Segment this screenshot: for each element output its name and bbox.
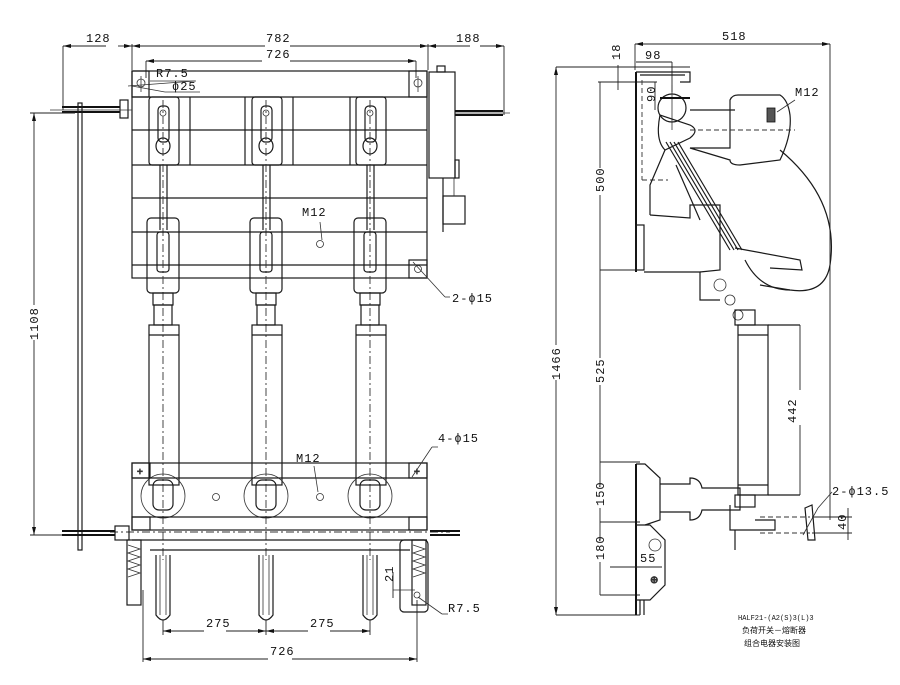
upper-insulator-side: M12 xyxy=(657,85,820,166)
label-2-phi13-5: 2-ϕ13.5 xyxy=(832,485,889,499)
dim-442: 442 xyxy=(786,398,800,423)
title-block: HALF21-(A2(S)3(L)3 负荷开关－熔断器 组合电器安装图 xyxy=(738,615,814,648)
label-phi25: ϕ25 xyxy=(172,80,197,94)
callout-m12-upper: M12 xyxy=(302,206,327,248)
dim-150: 150 xyxy=(594,481,608,506)
side-view: 518 98 18 90 1466 xyxy=(550,30,889,648)
dimension-726-bottom: 726 xyxy=(142,590,418,662)
switch-blade-side xyxy=(649,141,832,321)
dimension-1108: 1108 xyxy=(28,112,75,536)
dim-525: 525 xyxy=(594,358,608,383)
lower-insulator-side: 55 ⊕ xyxy=(610,463,741,615)
dim-726-top: 726 xyxy=(266,48,291,62)
front-view: 128 782 188 726 R7.5 ϕ25 xyxy=(28,32,510,662)
dimension-chain-vertical: 500 525 150 180 xyxy=(594,82,640,596)
fuse-body-side: 442 xyxy=(734,309,801,508)
lower-contacts xyxy=(155,555,378,621)
label-m12-side: M12 xyxy=(795,86,820,100)
label-r75-top: R7.5 xyxy=(156,67,189,81)
label-m12-upper: M12 xyxy=(302,206,327,220)
dim-500: 500 xyxy=(594,167,608,192)
dim-40: 40 xyxy=(836,514,850,530)
dim-21: 21 xyxy=(383,566,397,582)
pole-3 xyxy=(347,96,393,560)
title-line-1: 负荷开关－熔断器 xyxy=(742,625,806,635)
label-4-phi15: 4-ϕ15 xyxy=(438,432,479,446)
callout-r75-bottom: R7.5 xyxy=(417,596,481,616)
svg-text:⊕: ⊕ xyxy=(650,575,658,586)
dim-188: 188 xyxy=(456,32,481,46)
callout-2-phi15: 2-ϕ15 xyxy=(412,261,493,306)
dim-275-b: 275 xyxy=(310,617,335,631)
pole-2 xyxy=(243,96,289,560)
title-model: HALF21-(A2(S)3(L)3 xyxy=(738,615,814,623)
dimension-18: 18 xyxy=(556,44,690,90)
dim-90: 90 xyxy=(645,86,659,102)
callout-4-phi15: 4-ϕ15 xyxy=(411,432,479,478)
dimension-98: 98 xyxy=(636,49,673,92)
dim-128: 128 xyxy=(86,32,111,46)
dim-275-a: 275 xyxy=(206,617,231,631)
upper-frame xyxy=(131,70,428,279)
operating-mechanism xyxy=(428,65,510,232)
side-frame xyxy=(635,71,720,301)
label-r75-bottom: R7.5 xyxy=(448,602,481,616)
dimension-726-top: 726 xyxy=(145,48,417,78)
dim-18: 18 xyxy=(610,44,624,60)
dim-98: 98 xyxy=(645,49,661,63)
label-m12-lower: M12 xyxy=(296,452,321,466)
interlock-rod xyxy=(77,102,83,551)
svg-text:+: + xyxy=(137,467,143,478)
label-2-phi15: 2-ϕ15 xyxy=(452,292,493,306)
dimension-pole-pitch: 275 275 xyxy=(162,617,371,635)
drive-shaft-upper xyxy=(50,99,132,119)
dimension-90: 90 xyxy=(645,82,659,110)
dimension-518: 518 xyxy=(634,30,831,520)
dimension-21: 21 xyxy=(383,566,421,599)
top-dimension-chain: 128 782 188 xyxy=(62,32,505,115)
dim-180: 180 xyxy=(594,535,608,560)
lower-bracket-side: 2-ϕ13.5 40 xyxy=(729,485,889,550)
dim-1466: 1466 xyxy=(550,347,564,380)
callout-m12-lower: M12 xyxy=(296,452,321,493)
title-line-2: 组合电器安装图 xyxy=(744,638,800,648)
dimension-1466: 1466 xyxy=(550,67,640,616)
svg-text:+: + xyxy=(414,467,420,478)
earthing-springs xyxy=(126,539,429,613)
dim-55: 55 xyxy=(640,552,656,566)
dim-518: 518 xyxy=(722,30,747,44)
dim-782: 782 xyxy=(266,32,291,46)
dim-1108: 1108 xyxy=(28,307,42,340)
lower-frame: + + xyxy=(110,462,450,551)
dim-726-bottom: 726 xyxy=(270,645,295,659)
drive-shaft-lower xyxy=(62,525,460,541)
pole-1 xyxy=(140,96,186,560)
